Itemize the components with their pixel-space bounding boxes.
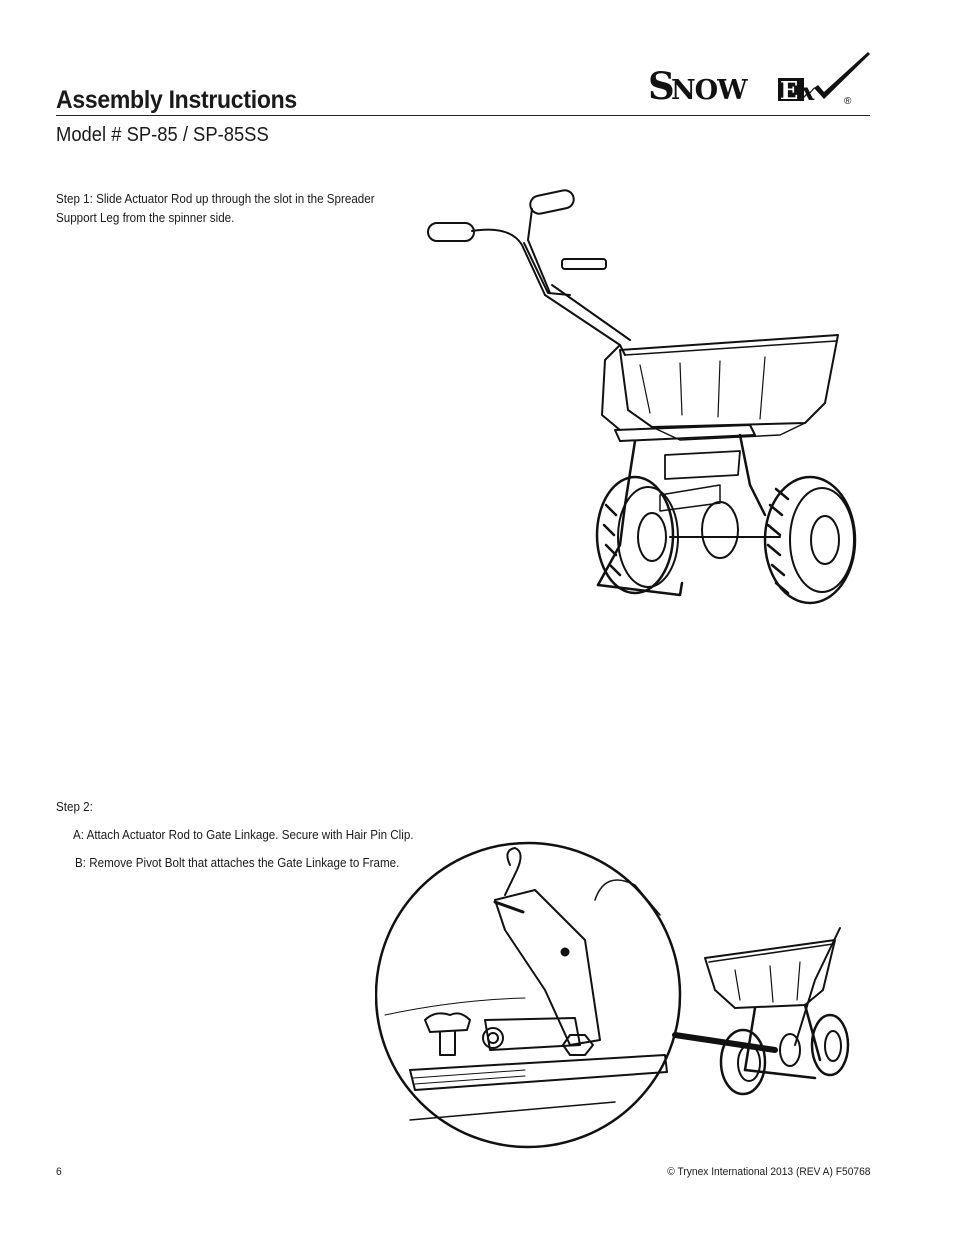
step2-heading: Step 2: — [56, 800, 93, 814]
model-number: Model # SP-85 / SP-85SS — [56, 124, 269, 146]
registered-mark: ® — [844, 96, 852, 107]
page-number: 6 — [56, 1166, 62, 1178]
svg-text:x: x — [800, 77, 816, 106]
step2-instruction-a: A: Attach Actuator Rod to Gate Linkage. … — [73, 828, 414, 842]
header-divider — [56, 115, 870, 116]
page-title: Assembly Instructions — [56, 86, 297, 114]
step2-instruction-b: B: Remove Pivot Bolt that attaches the G… — [75, 856, 400, 870]
svg-text:S: S — [648, 64, 674, 108]
svg-text:NOW: NOW — [671, 75, 748, 106]
copyright-notice: © Trynex International 2013 (REV A) F507… — [666, 1166, 870, 1178]
svg-text:E: E — [780, 76, 798, 105]
gate-linkage-figure — [374, 840, 870, 1155]
spreader-assembly-figure — [420, 185, 870, 615]
step1-text: Step 1: Slide Actuator Rod up through th… — [56, 192, 375, 225]
snowex-logo: S NOW E x ® — [646, 52, 872, 108]
